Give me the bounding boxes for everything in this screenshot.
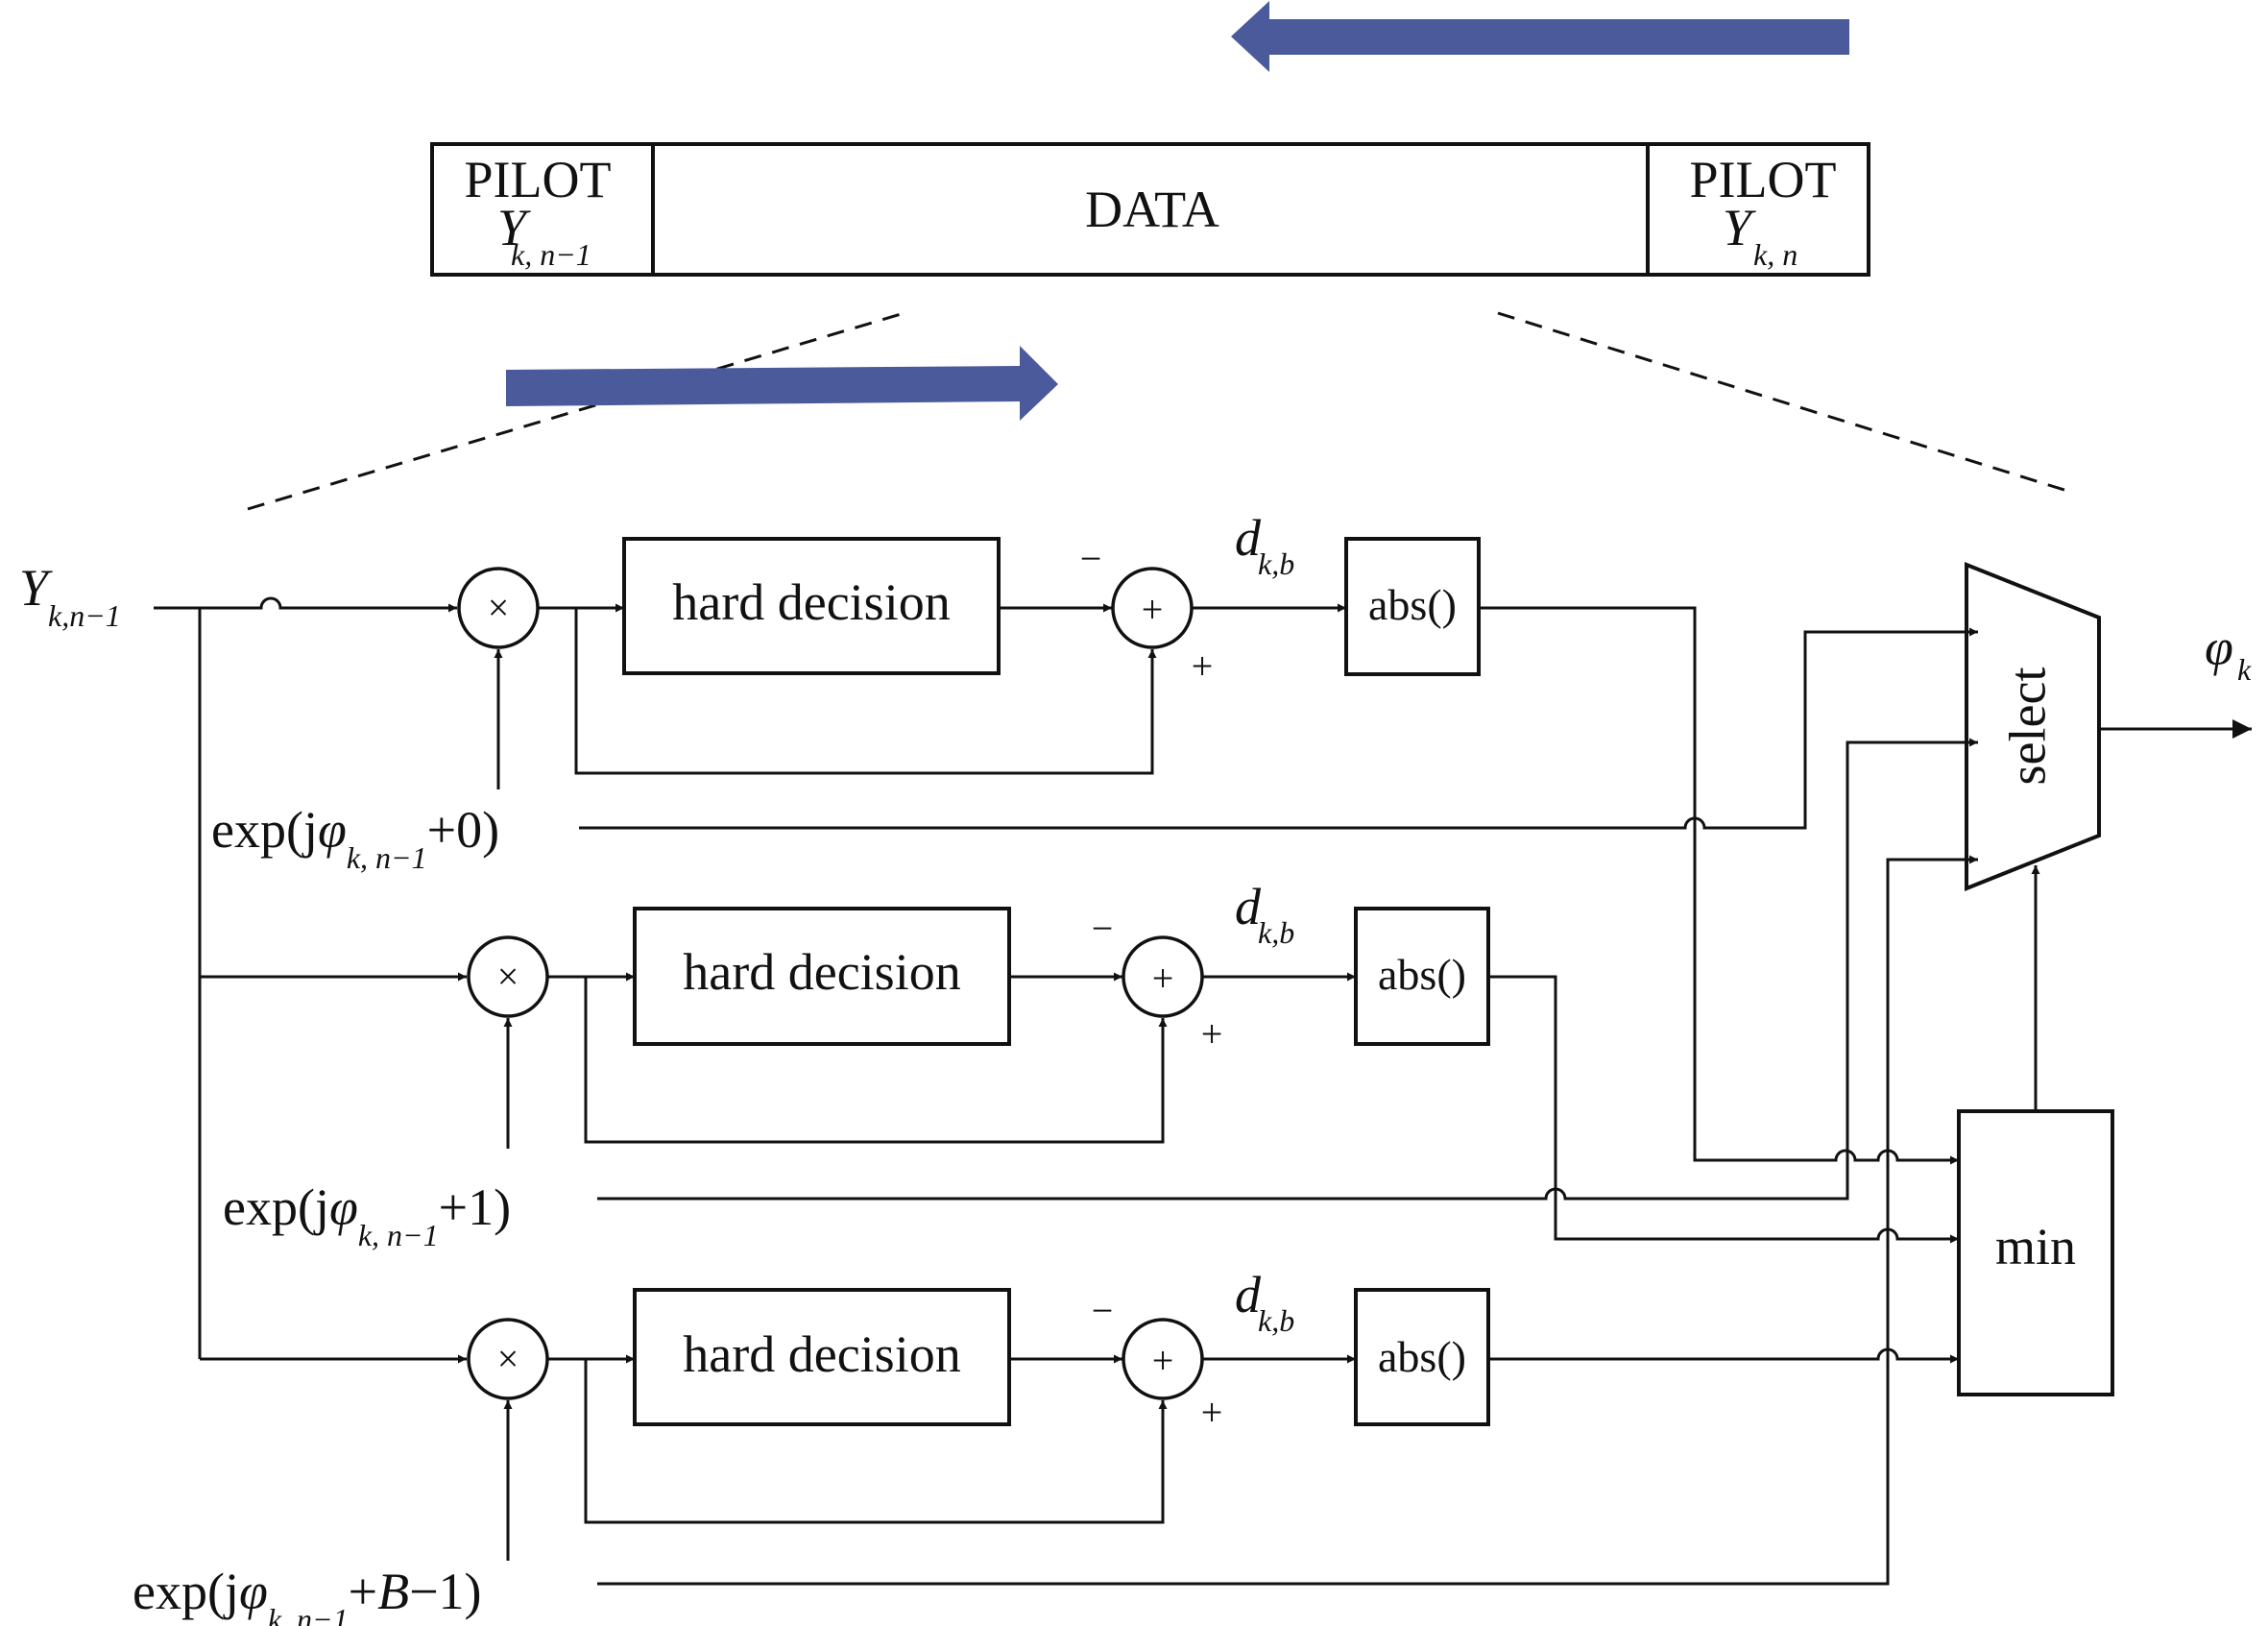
abs-label-2: abs() [1378, 950, 1466, 999]
hard-decision-box-1 [622, 537, 1001, 675]
plus-sign-3: + [1201, 1391, 1223, 1434]
forward-direction-arrow [506, 346, 1058, 421]
min-label: min [1995, 1218, 2076, 1275]
adder-sign-3: + [1152, 1339, 1174, 1382]
backward-direction-arrow [1231, 1, 1849, 72]
abs-label-1: abs() [1368, 580, 1457, 629]
bypass-line-3 [584, 1359, 1168, 1524]
d-symbol-1: d [1235, 509, 1262, 567]
phase-label-1: exp(jφk, n−1+0) [211, 801, 499, 875]
input-symbol: Y [19, 559, 53, 617]
d-symbol-3: d [1235, 1266, 1262, 1323]
zoom-guide-left [247, 310, 908, 511]
output-symbol: φ [2205, 619, 2233, 676]
wire-abs2-to-min [1488, 975, 1959, 1244]
adder-sign-1: + [1142, 588, 1164, 631]
select-label: select [1998, 667, 2056, 786]
wire-phase1-to-select [579, 627, 1978, 830]
input-subscript: k,n−1 [48, 598, 121, 633]
pilot-left-title: PILOT [465, 151, 612, 208]
d-subscript-2: k,b [1258, 915, 1294, 950]
plus-sign-2: + [1201, 1012, 1223, 1056]
wire-phase3-to-select [597, 855, 1978, 1586]
output-subscript: k [2237, 652, 2252, 687]
pilot-right-title: PILOT [1690, 151, 1837, 208]
multiply-sign-1: × [488, 586, 510, 629]
multiply-sign-3: × [497, 1337, 519, 1380]
multiply-sign-2: × [497, 955, 519, 998]
d-subscript-3: k,b [1258, 1303, 1294, 1338]
adder-sign-2: + [1152, 957, 1174, 1000]
hard-decision-label-1: hard decision [672, 573, 950, 631]
data-segment-label: DATA [1085, 181, 1219, 238]
pilot-right-symbol: Y [1723, 199, 1756, 256]
d-symbol-2: d [1235, 878, 1262, 935]
minus-sign-3: − [1092, 1289, 1114, 1332]
wire-phase2-to-select [597, 738, 1978, 1201]
hard-decision-label-2: hard decision [683, 943, 960, 1001]
select-multiplexer [1965, 562, 2101, 891]
pilot-left-symbol: Y [497, 199, 531, 256]
minus-sign-1: − [1080, 537, 1102, 580]
abs-box-2 [1354, 907, 1490, 1046]
input-line [154, 596, 457, 613]
branch-1: × hard decision + − + d k,b abs() exp(jφ… [211, 509, 1481, 875]
bypass-line-1 [574, 608, 1157, 775]
pilot-data-frame: PILOT Y k, n−1 DATA PILOT Y k, n [430, 142, 1870, 277]
plus-sign-1: + [1192, 644, 1214, 688]
phase-label-3: exp(jφk, n−1+B−1) [133, 1563, 482, 1626]
abs-box-1 [1344, 537, 1481, 676]
phase-label-2: exp(jφk, n−1+1) [223, 1178, 511, 1252]
minus-sign-2: − [1092, 907, 1114, 950]
wire-abs1-to-min [1479, 606, 1959, 1165]
min-block [1957, 1109, 2114, 1396]
bypass-line-2 [584, 977, 1168, 1144]
zoom-guide-right [1497, 311, 2071, 494]
abs-label-3: abs() [1378, 1332, 1466, 1381]
abs-box-3 [1354, 1288, 1490, 1426]
pilot-right-subscript: k, n [1753, 237, 1798, 272]
branch-3: × hard decision + − + d k,b abs() exp(jφ… [133, 1266, 1490, 1626]
hard-decision-box-3 [633, 1288, 1011, 1426]
hard-decision-label-3: hard decision [683, 1325, 960, 1383]
d-subscript-1: k,b [1258, 546, 1294, 581]
branch-2: × hard decision + − + d k,b abs() exp(jφ… [223, 878, 1490, 1252]
hard-decision-box-2 [633, 907, 1011, 1046]
pilot-left-subscript: k, n−1 [511, 237, 591, 272]
